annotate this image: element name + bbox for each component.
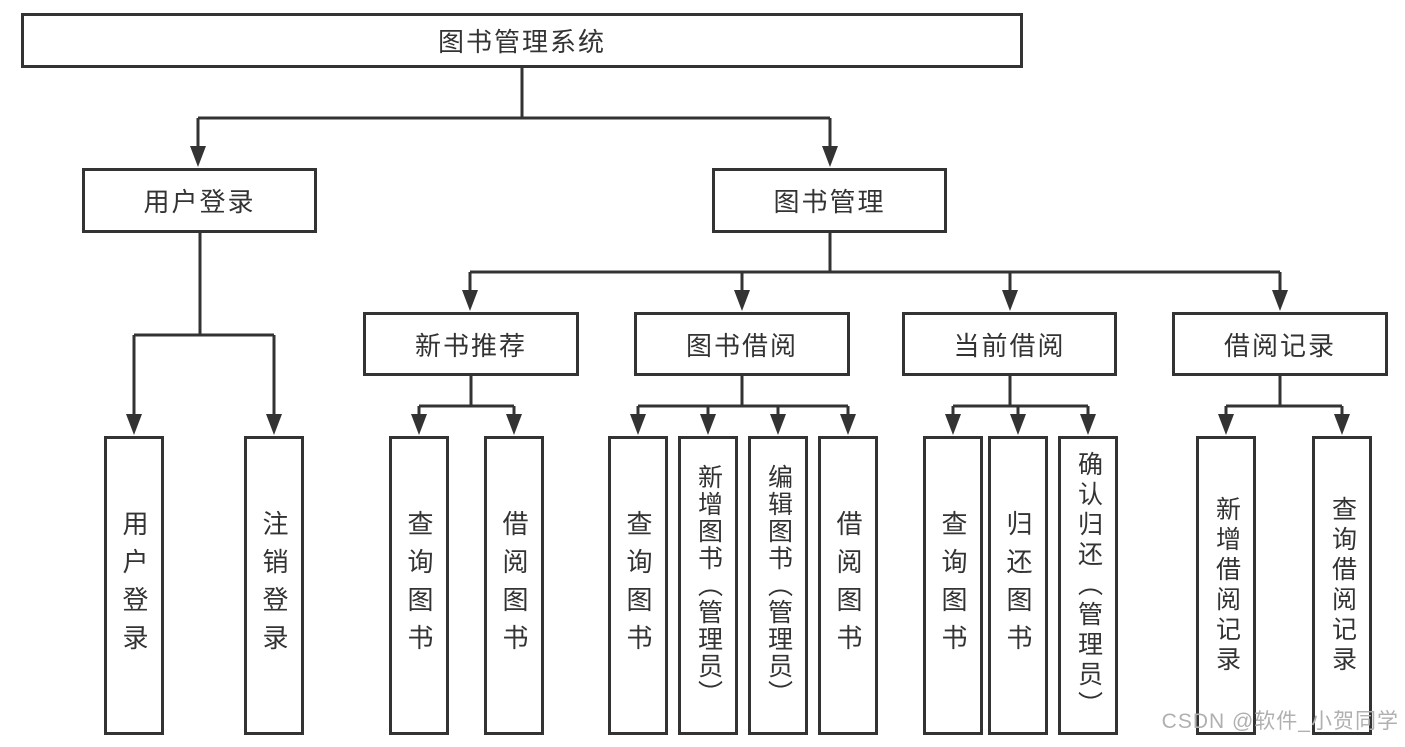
leaf-add-books-admin: 新增图书（管理员） [678, 436, 738, 735]
node-new-book-recommend: 新书推荐 [363, 312, 579, 376]
node-label: 归还图书 [1003, 509, 1033, 662]
leaf-add-borrow-record: 新增借阅记录 [1196, 436, 1256, 735]
node-label: 当前借阅 [953, 330, 1066, 361]
node-borrowing-records: 借阅记录 [1172, 312, 1388, 376]
leaf-confirm-return-admin: 确认归还（管理员） [1058, 436, 1118, 735]
node-label: 借阅记录 [1223, 330, 1336, 361]
node-label: 图书管理系统 [437, 27, 606, 57]
leaf-logout: 注销登录 [244, 436, 304, 735]
node-label: 新增图书（管理员） [694, 464, 723, 707]
node-label: 查询借阅记录 [1328, 495, 1357, 676]
leaf-user-login: 用户登录 [104, 436, 164, 735]
node-user-login: 用户登录 [82, 168, 317, 233]
node-label: 新增借阅记录 [1212, 495, 1241, 676]
node-label: 借阅图书 [833, 509, 863, 662]
node-label: 查询图书 [938, 509, 968, 662]
node-label: 查询图书 [623, 509, 653, 662]
node-label: 新书推荐 [414, 330, 527, 361]
node-book-management: 图书管理 [712, 168, 947, 233]
csdn-watermark: CSDN @软件_小贺同学 [1161, 710, 1399, 733]
node-label: 图书借阅 [685, 330, 798, 361]
node-label: 用户登录 [119, 509, 149, 662]
leaf-query-books-recommend: 查询图书 [389, 436, 449, 735]
leaf-query-books-current: 查询图书 [923, 436, 983, 735]
node-label: 用户登录 [143, 187, 256, 217]
node-label: 确认归还（管理员） [1074, 450, 1103, 721]
leaf-query-borrow-record: 查询借阅记录 [1312, 436, 1372, 735]
leaf-borrow-books: 借阅图书 [818, 436, 878, 735]
leaf-query-books-borrowing: 查询图书 [608, 436, 668, 735]
node-book-borrowing: 图书借阅 [634, 312, 850, 376]
leaf-borrow-books-recommend: 借阅图书 [484, 436, 544, 735]
leaf-edit-books-admin: 编辑图书（管理员） [748, 436, 808, 735]
leaf-return-books: 归还图书 [988, 436, 1048, 735]
node-label: 查询图书 [404, 509, 434, 662]
node-label: 编辑图书（管理员） [764, 464, 793, 707]
node-root-library-system: 图书管理系统 [21, 13, 1023, 68]
node-current-borrowing: 当前借阅 [902, 312, 1117, 376]
node-label: 注销登录 [259, 509, 289, 662]
node-label: 图书管理 [773, 187, 886, 217]
node-label: 借阅图书 [499, 509, 529, 662]
